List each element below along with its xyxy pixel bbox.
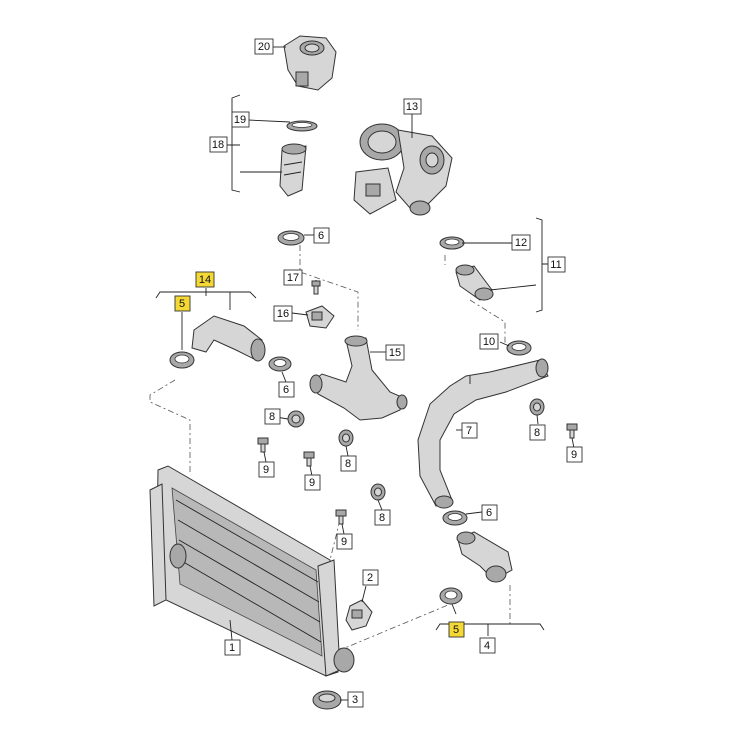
label-11: 11 xyxy=(547,256,566,273)
svg-text:7: 7 xyxy=(466,425,472,437)
svg-text:10: 10 xyxy=(483,336,495,348)
svg-text:8: 8 xyxy=(345,458,351,470)
mounting-bush-icon xyxy=(529,398,545,416)
label-18: 18 xyxy=(209,136,228,153)
svg-text:2: 2 xyxy=(367,572,373,584)
label-10: 10 xyxy=(479,333,499,350)
screw-icon xyxy=(566,423,578,439)
charge-air-pipe-icon xyxy=(309,335,408,421)
hose-clamp-icon xyxy=(277,230,305,246)
intercooler-icon xyxy=(149,465,355,677)
label-13: 13 xyxy=(403,98,422,115)
label-19: 19 xyxy=(231,111,250,128)
charge-air-hose-icon xyxy=(455,264,494,301)
label-20: 20 xyxy=(254,38,274,55)
label-5-bottom: 5 xyxy=(448,621,465,638)
svg-text:9: 9 xyxy=(309,477,315,489)
svg-text:11: 11 xyxy=(550,259,561,271)
screw-icon xyxy=(303,451,315,467)
label-8-a: 8 xyxy=(264,408,281,425)
screw-icon xyxy=(335,509,347,525)
label-12: 12 xyxy=(511,234,531,251)
pressure-sensor-icon xyxy=(345,599,373,631)
mounting-bush-icon xyxy=(287,410,305,428)
svg-text:1: 1 xyxy=(229,642,235,654)
label-6-right: 6 xyxy=(481,504,498,521)
svg-text:9: 9 xyxy=(341,536,347,548)
svg-text:5: 5 xyxy=(453,624,459,636)
svg-text:12: 12 xyxy=(515,237,527,249)
charge-air-hose-icon xyxy=(456,531,513,583)
hose-clamp-icon xyxy=(506,340,532,356)
label-9-a: 9 xyxy=(258,461,275,478)
svg-text:19: 19 xyxy=(234,114,246,126)
svg-text:6: 6 xyxy=(318,230,324,242)
charge-air-pipe-icon xyxy=(417,358,549,509)
svg-text:8: 8 xyxy=(379,512,385,524)
rubber-grommet-icon xyxy=(312,690,342,710)
screw-icon xyxy=(257,437,269,453)
label-8-b: 8 xyxy=(340,455,357,472)
svg-text:18: 18 xyxy=(212,139,224,151)
svg-text:6: 6 xyxy=(283,384,289,396)
turbocharger-icon xyxy=(353,123,453,216)
svg-text:16: 16 xyxy=(277,308,289,320)
label-14: 14 xyxy=(195,271,215,288)
label-1: 1 xyxy=(224,639,241,656)
assembly-lines xyxy=(149,245,511,651)
label-5-top: 5 xyxy=(174,295,191,312)
svg-text:3: 3 xyxy=(352,694,358,706)
label-4: 4 xyxy=(479,637,496,654)
label-6-top: 6 xyxy=(313,227,330,244)
svg-text:17: 17 xyxy=(287,272,299,284)
hose-clamp-icon xyxy=(439,236,465,250)
label-8-right: 8 xyxy=(529,424,546,441)
svg-text:8: 8 xyxy=(534,427,540,439)
hose-clamp-icon xyxy=(268,356,292,372)
svg-text:8: 8 xyxy=(269,411,275,423)
mounting-bush-icon xyxy=(338,429,354,447)
o-ring-icon xyxy=(286,120,318,132)
part-labels: 20 19 18 13 6 12 11 17 14 5 16 10 15 6 8… xyxy=(174,38,583,708)
label-8-c: 8 xyxy=(374,509,391,526)
svg-text:4: 4 xyxy=(484,640,490,652)
svg-text:6: 6 xyxy=(486,507,492,519)
label-7: 7 xyxy=(461,422,478,439)
charge-air-hose-icon xyxy=(279,143,307,197)
svg-text:20: 20 xyxy=(258,41,270,53)
label-15: 15 xyxy=(385,344,405,361)
label-2: 2 xyxy=(362,569,379,586)
svg-text:5: 5 xyxy=(179,298,185,310)
hose-clamp-icon xyxy=(169,351,195,369)
label-17: 17 xyxy=(283,269,303,286)
svg-text:9: 9 xyxy=(571,449,577,461)
svg-text:15: 15 xyxy=(389,347,401,359)
svg-text:9: 9 xyxy=(263,464,269,476)
label-9-right: 9 xyxy=(566,446,583,463)
hose-clamp-icon xyxy=(442,510,468,526)
label-9-b: 9 xyxy=(304,474,321,491)
throttle-body-flange-icon xyxy=(283,35,337,91)
svg-text:13: 13 xyxy=(406,101,418,113)
pressure-sensor-icon xyxy=(305,305,335,329)
hose-clamp-icon xyxy=(439,587,463,605)
label-16: 16 xyxy=(273,305,293,322)
label-9-c: 9 xyxy=(336,533,353,550)
mounting-bush-icon xyxy=(370,483,386,501)
label-6-left: 6 xyxy=(278,381,295,398)
label-3: 3 xyxy=(347,691,364,708)
screw-icon xyxy=(311,280,321,295)
charge-air-hose-icon xyxy=(191,315,266,362)
svg-text:14: 14 xyxy=(199,274,211,286)
